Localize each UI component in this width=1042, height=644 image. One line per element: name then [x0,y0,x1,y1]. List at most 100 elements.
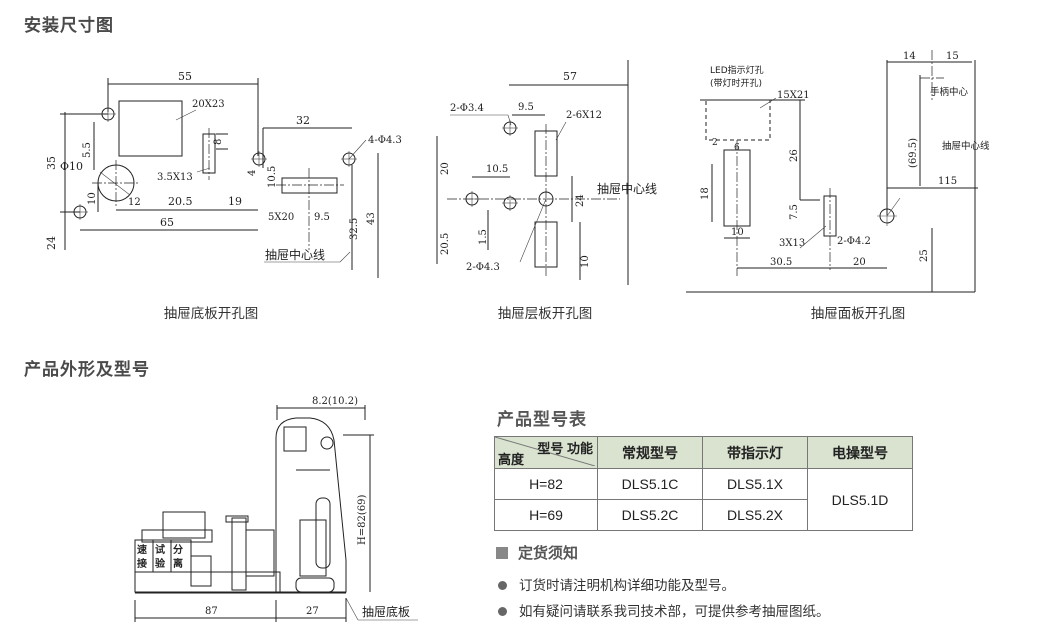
layer-panel-drawing: 57 2-Φ3.4 9.5 2-6X12 20 10.5 24 抽屉中心线 1.… [436,60,657,285]
row2-indicator: DLS5.2X [702,499,808,531]
dim-55v: 5.5 [82,142,93,158]
header-electric: 电操型号 [807,436,913,469]
handle-center-label: 手柄中心 [930,86,969,98]
dim-43: 43 [366,212,377,225]
dim-14: 14 [903,51,916,62]
caption-bottom-panel: 抽屉底板开孔图 [163,306,259,322]
dim-10-5-layer: 10.5 [486,164,508,175]
dim-87: 87 [205,606,218,617]
dim-15: 15 [946,51,959,62]
dim-55: 55 [178,70,192,83]
bottom-plate-label: 抽屉底板 [362,604,410,619]
dim-57: 57 [563,70,577,83]
dim-10-left: 10 [87,192,98,205]
dim-15x21: 15X21 [777,90,810,101]
dim-26: 26 [789,149,800,162]
mounting-section-title: 安装尺寸图 [24,16,114,36]
notice-item: 如有疑问请联系我司技术部，可提供参考抽屉图纸。 [498,600,830,620]
layer-center-line-label: 抽屉中心线 [597,181,657,196]
model-table: 型号 功能 高度 常规型号 带指示灯 电操型号 H=82 DLS5.1C DLS… [494,436,913,531]
dim-4: 4 [247,170,258,176]
dim-20: 20 [440,162,451,175]
dim-9-5-top: 9.5 [518,102,534,113]
led-cutout [705,99,771,141]
dim-3x13: 3X13 [779,238,805,249]
dim-115: 115 [938,176,957,187]
dim-10-5: 10.5 [267,166,278,188]
dim-35: 35 [45,156,58,170]
row1-indicator: DLS5.1X [702,468,808,500]
order-notice-title-text: 定货须知 [518,544,579,562]
corner-function-label: 型号 功能 [537,441,593,456]
dim-69-5: (69.5) [908,138,919,168]
handle-plate [275,417,347,593]
dim-2-phi3-4: 2-Φ3.4 [450,103,484,114]
dim-7-5: 7.5 [789,204,800,220]
label-separate-2: 离 [173,557,183,570]
bottom-center-line-label: 抽屉中心线 [265,247,325,262]
dim-10-layer: 10 [580,255,591,268]
dim-65: 65 [160,216,174,229]
dim-2-phi4-2: 2-Φ4.2 [837,236,871,247]
dim-30-5: 30.5 [770,257,792,268]
dim-20-5: 20.5 [168,195,193,208]
label-quick-connect-2: 接 [137,557,147,570]
dim-8: 8 [213,139,224,145]
notice-item-text: 订货时请注明机构详细功能及型号。 [519,578,735,593]
row2-height: H=69 [494,499,598,531]
face-center-line-label: 抽屉中心线 [942,140,990,152]
caption-face-panel: 抽屉面板开孔图 [810,306,906,322]
dim-25: 25 [919,249,930,262]
dim-2-6x12: 2-6X12 [566,110,602,121]
dim-4-phi4-3: 4-Φ4.3 [368,135,402,146]
table-row: H=82 DLS5.1C DLS5.1X DLS5.1D [494,468,913,531]
dim-27: 27 [306,606,319,617]
dim-18: 18 [700,187,711,200]
dim-2: 2 [712,138,718,148]
order-notice-title: 定货须知 [496,542,578,563]
notice-item-text: 如有疑问请联系我司技术部，可提供参考抽屉图纸。 [519,604,830,619]
dim-35x13: 3.5X13 [157,172,193,183]
dim-5x20: 5X20 [268,212,294,223]
row2-regular: DLS5.2C [597,499,703,531]
dim-24: 24 [45,236,58,250]
led-hole-label: LED指示灯孔 [710,64,764,76]
bullet-icon [498,607,507,616]
corner-height-label: 高度 [498,452,525,467]
row1-regular: DLS5.1C [597,468,703,500]
label-quick-connect-1: 速 [137,543,147,556]
dim-19: 19 [228,195,242,208]
dim-20-face: 20 [853,257,866,268]
square-bullet-icon [496,547,508,559]
table-row: H=69 DLS5.2C DLS5.2X [494,499,913,531]
row1-height: H=82 [494,468,598,500]
dim-20-5-layer: 20.5 [440,233,451,255]
led-hole-note: (带灯时开孔) [710,77,762,89]
dim-24-layer: 24 [575,194,586,207]
label-separate-1: 分 [173,543,183,556]
dim-phi10: Φ10 [60,160,83,173]
label-test-1: 试 [155,543,165,556]
bottom-panel-drawing: 55 20X23 Φ10 3.5X13 8 35 24 5.5 10 12 20… [45,70,402,278]
notice-item: 订货时请注明机构详细功能及型号。 [498,574,735,594]
model-table-title: 产品型号表 [497,410,587,430]
dim-10-face: 10 [731,227,744,238]
dim-2-phi4-3: 2-Φ4.3 [466,262,500,273]
cutout-20x23 [118,100,183,157]
dim-9-5: 9.5 [314,212,330,223]
dim-1-5: 1.5 [478,229,489,245]
dim-32-5: 32.5 [349,218,360,240]
dim-8-2: 8.2(10.2) [312,396,358,407]
caption-layer-panel: 抽屉层板开孔图 [497,306,593,322]
dim-height: H=82(69) [357,495,368,545]
header-indicator: 带指示灯 [702,436,808,469]
product-section-title: 产品外形及型号 [24,360,150,380]
bullet-icon [498,581,507,590]
dim-12: 12 [128,197,141,208]
face-panel-drawing: LED指示灯孔 (带灯时开孔) 15X21 26 2 6 18 10 3X13 … [686,50,990,293]
label-test-2: 验 [155,557,166,570]
dim-32: 32 [296,114,310,127]
header-regular: 常规型号 [597,436,703,469]
product-outline-drawing: 8.2(10.2) H=82(69) 速 接 试 验 分 离 87 27 [134,396,418,622]
